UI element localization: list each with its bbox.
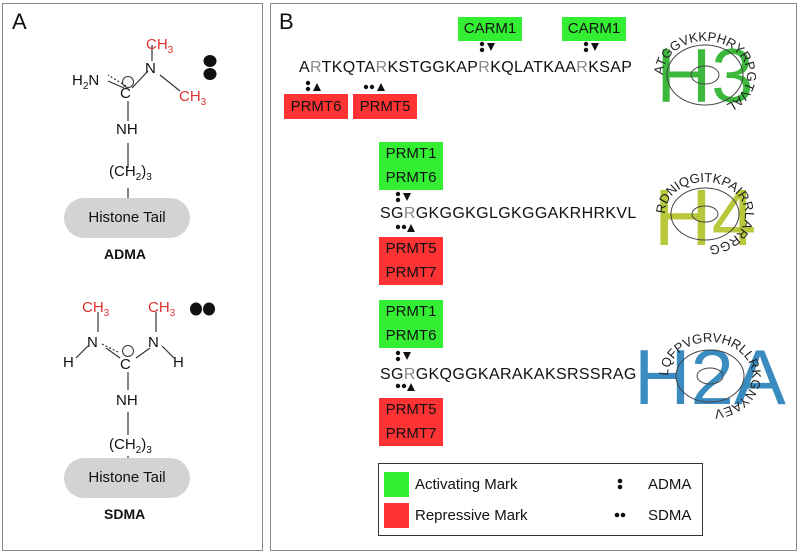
bond-h-left [75,345,89,359]
legend-sdma-label: SDMA [648,507,692,524]
adma-dot-top-icon [203,55,217,67]
h4-prmt7-label: PRMT7 [385,264,437,281]
adma-nh: NH [116,121,138,138]
h2a-sequence: SGRGKQGGKARAKAKSRSSRAG [380,366,637,383]
legend-activating-swatch [384,472,409,497]
h2a-prmt7-label: PRMT7 [385,425,437,442]
adma-label: ADMA [104,246,146,262]
sdma-nh: NH [116,392,138,409]
panel-b-letter: B [279,9,294,34]
h4-prmt6-label: PRMT6 [385,169,437,186]
h2a-top-box: PRMT1 PRMT6 [379,300,443,348]
adma-h2n: H2N [72,72,100,92]
h4-prmt1-label: PRMT1 [385,145,437,162]
h4-bottom-box: PRMT5 PRMT7 [379,237,443,285]
bond-delocalized [101,343,119,353]
adma-c: C [120,85,131,102]
h2a-marks [395,350,415,391]
bond-h-right [161,345,175,359]
sdma-h-left: H [63,354,74,371]
legend-markers [614,478,626,518]
h3-sequence: ARTKQTARKSTGGKAPRKQLATKAARKSAP [299,59,633,76]
legend-adma-icon [617,478,623,484]
legend [378,463,703,536]
adma-n-right: N [145,60,156,77]
sdma-dot-left-icon [190,302,202,316]
h3-prmt5-box: PRMT5 [353,94,417,119]
bond-n-left-c [105,347,121,359]
sdma-structure [75,302,215,458]
h4-top-box: PRMT1 PRMT6 [379,142,443,190]
h4-histone-logo: H4 RDNIQGITKPAIRRLARRGG [653,170,757,262]
h4-prmt5-label: PRMT5 [385,240,437,257]
sdma-ch3-right: CH3 [148,299,176,319]
legend-sdma-icon [614,512,620,518]
adma-ch3-top: CH3 [146,36,174,56]
adma-ch3-right: CH3 [179,88,207,108]
h2a-logo-letters: H2A [634,333,786,421]
panel-a-letter: A [12,9,27,34]
adma-ch2-3: (CH2)3 [109,163,152,183]
plus-charge-icon [122,76,134,88]
sdma-h-right: H [173,354,184,371]
bond-delocalized [107,74,127,87]
sdma-dot-right-icon [203,302,215,316]
h4-sequence: SGRGKGGKGLGKGGAKRHRKVL [380,205,637,222]
legend-adma-label: ADMA [648,476,692,493]
h3-carm1-box-1: CARM1 [458,17,522,41]
h2a-prmt6-label: PRMT6 [385,327,437,344]
h4-marks [395,191,415,232]
sdma-ch2-3: (CH2)3 [109,436,152,456]
legend-repressive-swatch [384,503,409,528]
h2a-histone-logo: H2A LQFPVGRVHRLLRKGNYAEV [634,330,786,422]
h3-prmt6-box: PRMT6 [284,94,348,119]
sdma-label: SDMA [104,506,146,522]
legend-repressive-label: Repressive Mark [415,507,528,524]
h2a-prmt1-label: PRMT1 [385,303,437,320]
h3-carm1-box-2: CARM1 [562,17,626,41]
bond-c-n-right [135,347,151,359]
adma-histone-tail: Histone Tail [64,198,190,238]
h2a-bottom-box: PRMT5 PRMT7 [379,398,443,446]
h2a-prmt5-label: PRMT5 [385,401,437,418]
bond-c-n-left [107,80,125,89]
sdma-histone-tail: Histone Tail [64,458,190,498]
sdma-n-right: N [148,334,159,351]
bond-c-n-right [131,70,149,89]
sdma-ch3-left: CH3 [82,299,110,319]
adma-dot-bottom-icon [203,68,217,80]
h3-marks [305,41,599,92]
h3-histone-logo: H3 ATGGVKKPHRYRPGTVAL [651,29,759,119]
plus-charge-icon [122,345,134,357]
legend-activating-label: Activating Mark [415,476,518,493]
sdma-c: C [120,356,131,373]
bond-n-methyl-b [159,74,181,92]
sdma-n-left: N [87,334,98,351]
